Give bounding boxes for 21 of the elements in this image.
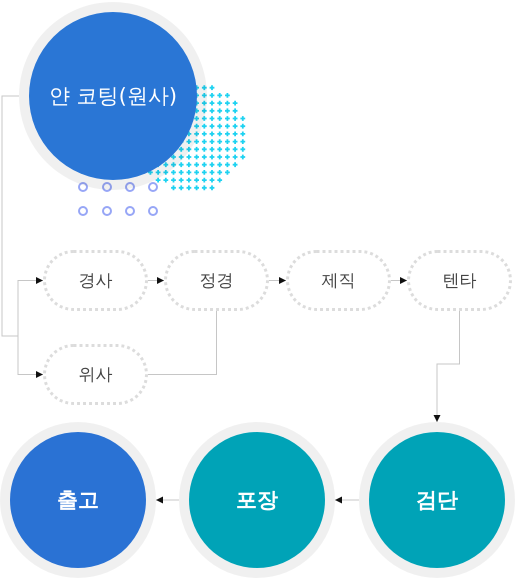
arrow xyxy=(390,277,408,284)
arrow xyxy=(334,496,360,504)
step-label: 출고 xyxy=(57,487,99,514)
arrow xyxy=(434,310,460,422)
step-label: 포장 xyxy=(236,487,278,514)
process-pill xyxy=(286,250,391,311)
step-label: 정경 xyxy=(200,270,234,292)
step-label: 경사 xyxy=(78,270,112,292)
step-label: 제직 xyxy=(322,270,356,292)
step-label: 텐타 xyxy=(442,270,476,292)
arrow xyxy=(268,277,286,284)
arrow xyxy=(148,277,164,284)
step-label: 검단 xyxy=(416,487,458,514)
process-pill xyxy=(43,344,148,405)
process-pill xyxy=(407,250,512,311)
process-pill xyxy=(43,250,148,311)
arrow xyxy=(156,496,180,504)
step-label: 위사 xyxy=(78,364,112,386)
process-pill xyxy=(164,250,269,311)
connector-line xyxy=(148,310,217,375)
step-label: 얀 코팅(원사) xyxy=(48,83,178,110)
